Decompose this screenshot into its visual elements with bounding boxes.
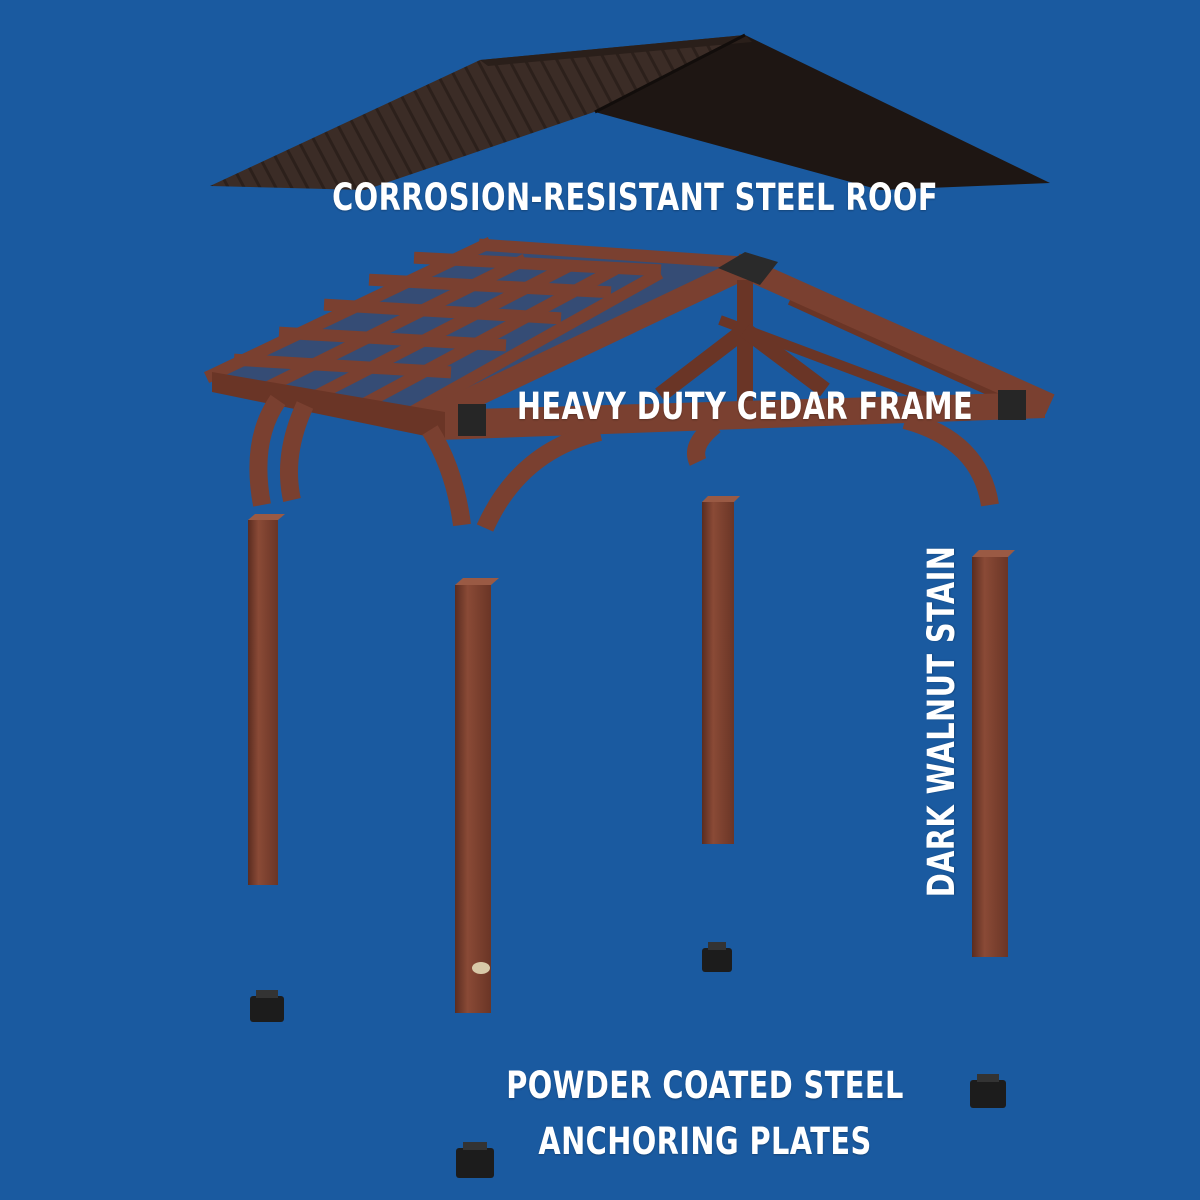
frame-label: HEAVY DUTY CEDAR FRAME: [516, 385, 974, 428]
post-left: [248, 514, 285, 885]
plates-label-line2: ANCHORING PLATES: [538, 1120, 872, 1163]
anchoring-plates: [250, 942, 1006, 1178]
cedar-frame: [204, 237, 1055, 532]
post-front: [455, 578, 499, 1013]
plates-label-line1: POWDER COATED STEEL: [506, 1064, 904, 1107]
steel-roof: [210, 33, 1050, 190]
cedar-posts: [248, 496, 1015, 1013]
plate-front: [456, 1142, 494, 1178]
plate-right: [970, 1074, 1006, 1108]
stain-label-text: DARK WALNUT STAIN: [920, 545, 963, 898]
roof-label: CORROSION-RESISTANT STEEL ROOF: [332, 176, 938, 219]
metal-tag-icon: [472, 962, 490, 974]
post-back: [702, 496, 740, 844]
plate-left: [250, 990, 284, 1022]
post-right: [972, 550, 1015, 957]
plate-back: [702, 942, 732, 972]
plates-label: POWDER COATED STEEL ANCHORING PLATES: [452, 1058, 959, 1170]
